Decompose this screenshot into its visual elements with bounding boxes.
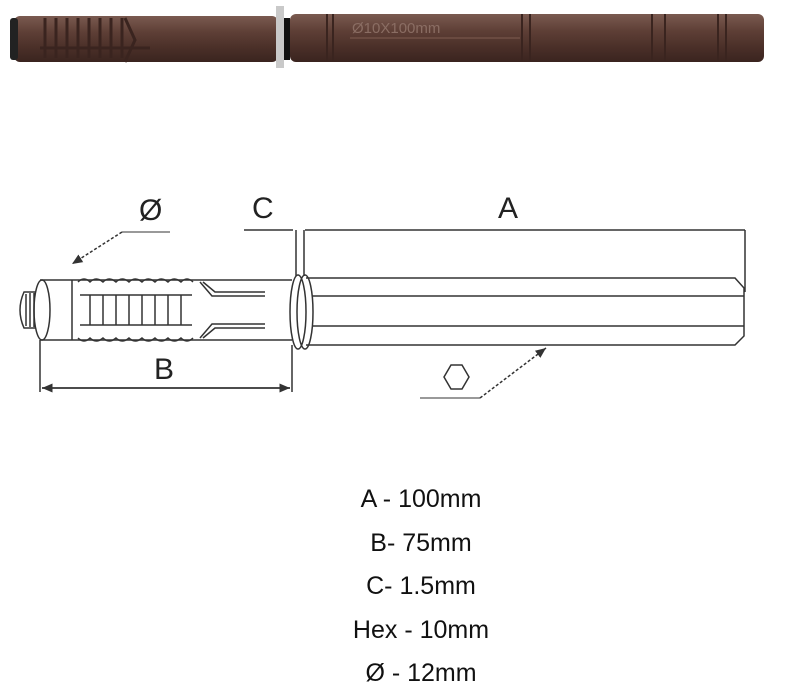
diameter-label: Ø bbox=[139, 194, 162, 227]
spec-a: A - 100mm bbox=[360, 485, 482, 513]
b-label: B bbox=[154, 353, 174, 386]
spec-b: B- 75mm bbox=[370, 528, 472, 557]
product-photo: Ø10X100mm bbox=[10, 6, 764, 68]
a-label: A bbox=[498, 192, 518, 225]
hexagon-icon bbox=[443, 364, 470, 390]
spec-list: A - 100mm B- 75mm C- 1.5mm Hex - 10mm Ø … bbox=[0, 478, 786, 689]
photo-engraving: Ø10X100mm bbox=[352, 20, 440, 37]
spec-diameter: Ø - 12mm bbox=[365, 659, 477, 687]
technical-drawing bbox=[19, 229, 746, 399]
c-label: C bbox=[252, 192, 274, 225]
spec-c: C- 1.5mm bbox=[366, 572, 476, 600]
spec-hex: Hex - 10mm bbox=[352, 615, 490, 644]
